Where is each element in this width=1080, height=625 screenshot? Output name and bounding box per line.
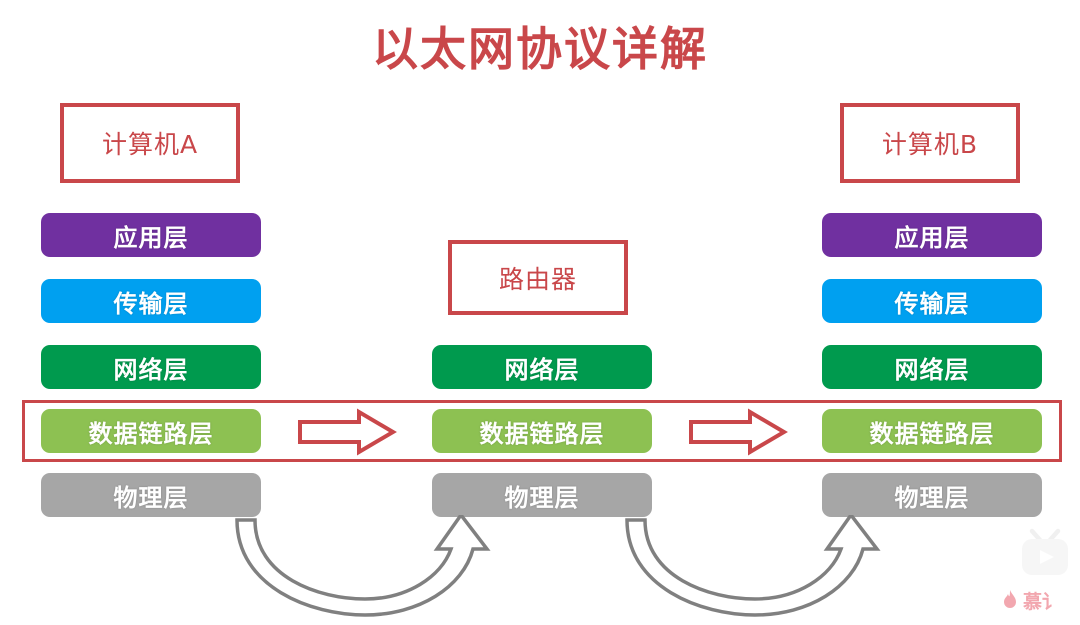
datalink-arrow-router-to-b: [689, 408, 788, 456]
layer-label: 网络层: [113, 355, 189, 384]
router-layer-physical: 物理层: [432, 473, 652, 517]
host-a-layer-application: 应用层: [41, 213, 261, 257]
layer-label: 物理层: [894, 483, 970, 512]
host-b-layer-transport: 传输层: [822, 279, 1042, 323]
host-b-layer-physical: 物理层: [822, 473, 1042, 517]
layer-label: 物理层: [113, 483, 189, 512]
host-b-layer-network: 网络层: [822, 345, 1042, 389]
router-label: 路由器: [498, 264, 577, 294]
host-a-label: 计算机A: [101, 130, 199, 159]
router-box: 路由器: [448, 240, 628, 315]
host-a-layer-transport: 传输层: [41, 279, 261, 323]
layer-label: 数据链路层: [479, 419, 605, 448]
host-a-layer-physical: 物理层: [41, 473, 261, 517]
brand-watermark-text: 慕讠: [1023, 590, 1062, 613]
host-a-box: 计算机A: [60, 103, 240, 183]
layer-label: 应用层: [894, 223, 970, 252]
host-b-layer-datalink: 数据链路层: [822, 409, 1042, 453]
layer-label: 数据链路层: [869, 419, 995, 448]
physical-curve-arrow-a-to-router: [235, 515, 491, 617]
layer-label: 传输层: [113, 289, 189, 318]
host-a-layer-datalink: 数据链路层: [41, 409, 261, 453]
tv-play-watermark-icon: [1022, 528, 1068, 575]
layer-label: 传输层: [894, 289, 970, 318]
datalink-arrow-a-to-router: [298, 408, 397, 456]
router-layer-network: 网络层: [432, 345, 652, 389]
datalink-highlight-band: [22, 400, 1062, 462]
page-title: 以太网协议详解: [372, 22, 708, 76]
layer-label: 物理层: [504, 483, 580, 512]
router-layer-datalink: 数据链路层: [432, 409, 652, 453]
brand-watermark: 慕讠: [1000, 585, 1080, 615]
layer-label: 网络层: [894, 355, 970, 384]
layer-label: 应用层: [113, 223, 189, 252]
diagram-canvas: 以太网协议详解 计算机A 计算机B 路由器 应用层 传输层 网络层 数据链路层 …: [22, 22, 1068, 617]
host-b-layer-application: 应用层: [822, 213, 1042, 257]
host-a-layer-network: 网络层: [41, 345, 261, 389]
host-b-box: 计算机B: [840, 103, 1020, 183]
flame-icon: [1004, 590, 1016, 608]
host-b-label: 计算机B: [881, 130, 979, 159]
physical-curve-arrow-router-to-b: [625, 515, 881, 617]
layer-label: 网络层: [504, 355, 580, 384]
layer-label: 数据链路层: [88, 419, 214, 448]
